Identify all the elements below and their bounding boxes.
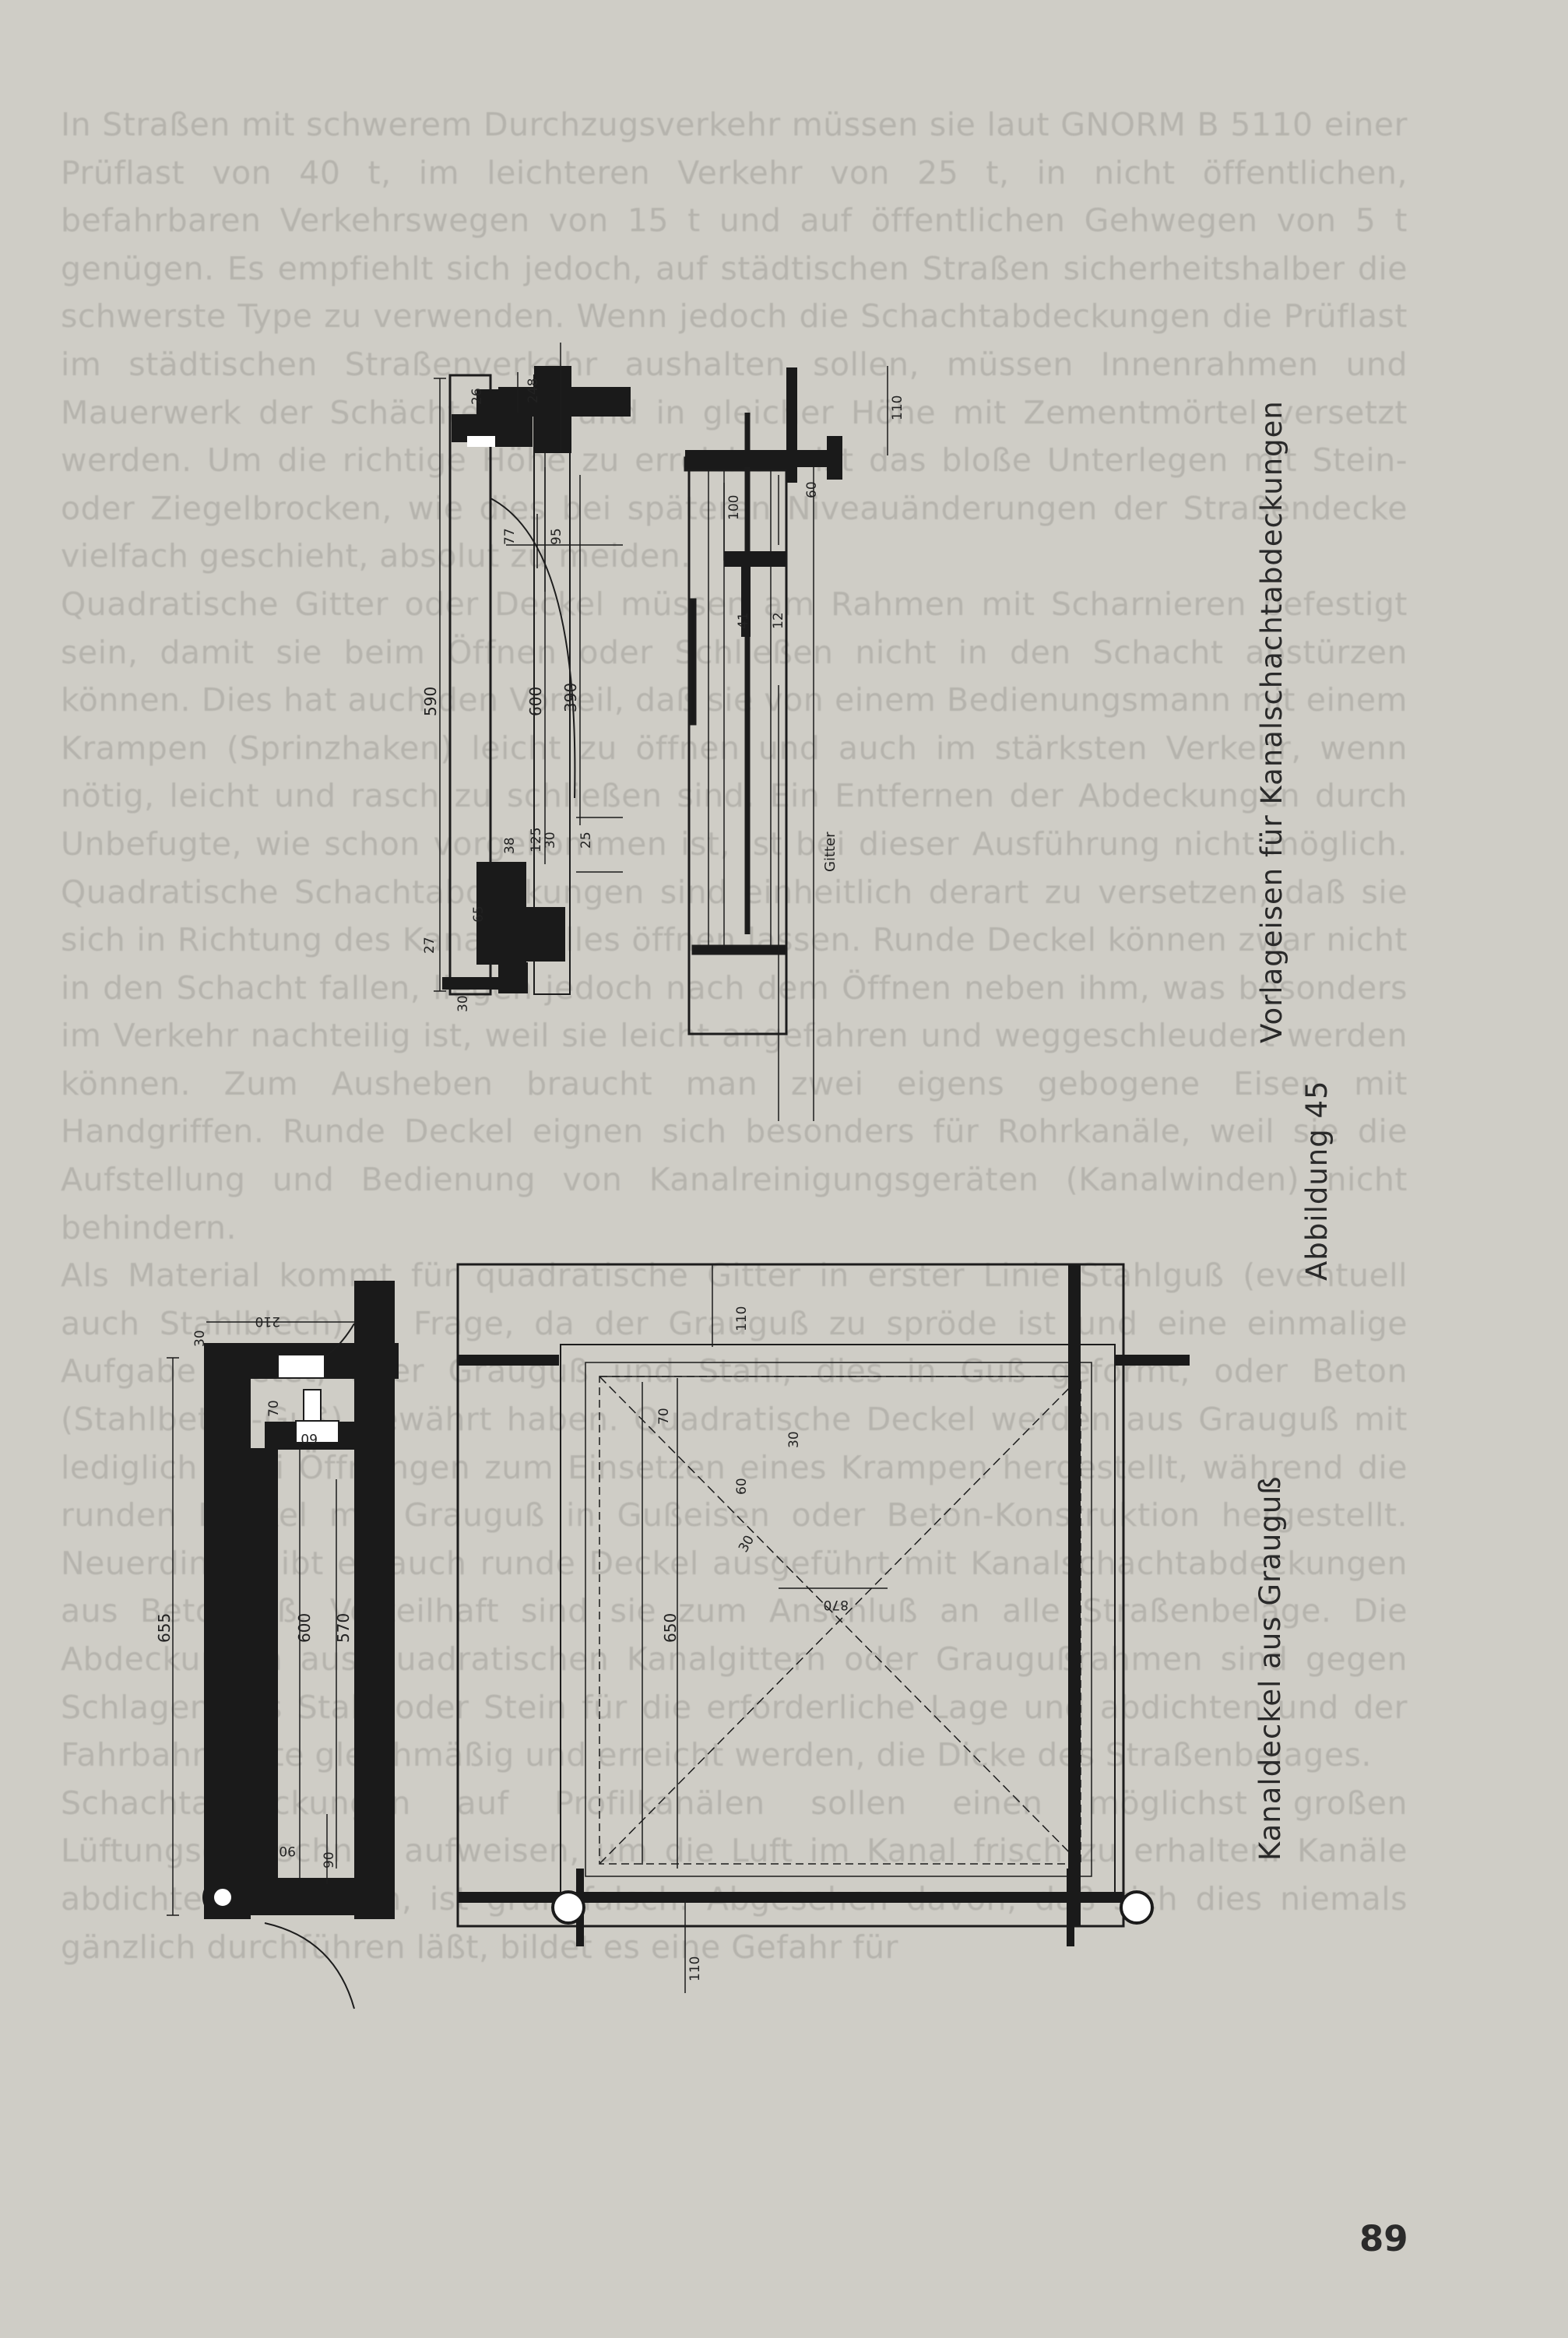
- dim-label: 110: [687, 1957, 703, 1981]
- dim-label: 60: [734, 1478, 750, 1495]
- bleed-through-body-text: In Straßen mit schwerem Durchzugsverkehr…: [61, 101, 1408, 1971]
- dim-label: 30: [192, 1330, 208, 1347]
- dim-label: 90: [322, 1851, 337, 1869]
- dim-label: 77: [502, 528, 518, 545]
- gitter-dimension-lines: [723, 366, 888, 1121]
- dim-label: 600: [526, 687, 545, 716]
- dim-label: 125: [529, 828, 544, 853]
- dim-label: 100: [726, 495, 742, 520]
- dim-label: 27: [422, 937, 438, 954]
- paragraph: In Straßen mit schwerem Durchzugsverkehr…: [61, 106, 1408, 575]
- dim-label: 30: [786, 1431, 802, 1448]
- dim-label: 30: [736, 1533, 758, 1556]
- figure-number: Abbildung 45: [1300, 1080, 1334, 1281]
- dim-label: 30: [543, 831, 558, 849]
- lower-profile-dimension-labels: 210 30 70 60 655 600 570 90 90: [155, 1313, 353, 1869]
- dim-label: 70: [266, 1400, 282, 1417]
- dim-label: 90: [279, 1843, 296, 1858]
- dim-label: 26: [469, 388, 485, 405]
- cover-plan-frame-bars: [458, 1264, 1190, 1946]
- gitter-label: Gitter: [822, 831, 838, 872]
- dim-label: 60: [804, 481, 820, 498]
- dim-label: 655: [155, 1613, 174, 1643]
- dim-label: 60: [301, 1430, 318, 1446]
- cover-plan-dimension-labels: 110 70 30 60 30 870 650 110: [656, 1306, 849, 1981]
- dim-label: 25: [578, 831, 594, 849]
- cover-plan-hatch: [457, 1356, 521, 1364]
- dim-label: 38: [502, 837, 518, 854]
- upper-profile-bottom: [442, 862, 565, 993]
- upper-drawing-frame-section: [448, 374, 623, 996]
- paragraph: Quadratische Gitter oder Deckel müssen a…: [61, 585, 1408, 1246]
- dim-label: 12: [771, 612, 786, 629]
- dim-label: 65: [471, 905, 487, 923]
- dim-label: 95: [549, 528, 564, 545]
- dim-label: 600: [295, 1613, 314, 1643]
- upper-dimension-labels: 110 248 26 60 100 77 95 12 41 590 600 39…: [421, 378, 905, 1012]
- dim-label: 248: [526, 378, 541, 403]
- lower-profile-detail: [213, 1323, 355, 2009]
- dim-label: 110: [890, 396, 905, 420]
- dim-label: 210: [255, 1313, 280, 1329]
- page-number: 89: [1359, 2218, 1408, 2259]
- dim-label: 41: [736, 612, 751, 629]
- dim-label: 110: [734, 1306, 750, 1331]
- paragraph: Als Material kommt für quadratische Gitt…: [61, 1257, 1408, 1774]
- dim-label: 870: [824, 1597, 849, 1612]
- cover-plan-dimension-lines: [642, 1264, 888, 1993]
- caption-upper-figure: Vorlageisen für Kanalschachtabdeckungen: [1255, 400, 1289, 1043]
- gitter-hatch: [688, 459, 729, 470]
- dim-label: 570: [334, 1613, 353, 1643]
- dim-label: 390: [561, 683, 580, 712]
- dim-label: 650: [661, 1613, 680, 1643]
- lower-profile-dimension-lines: [167, 1321, 357, 1916]
- upper-profile-top: [452, 366, 631, 453]
- lower-profile-section: [202, 1281, 399, 1919]
- dim-label: 590: [421, 687, 440, 716]
- caption-lower-figure: Kanaldeckel aus Grauguß: [1253, 1475, 1287, 1861]
- upper-dimension-lines: [434, 343, 623, 992]
- dim-label: 30: [455, 995, 471, 1012]
- gitter-cross-bar: [685, 367, 842, 637]
- dim-label: 70: [656, 1408, 672, 1425]
